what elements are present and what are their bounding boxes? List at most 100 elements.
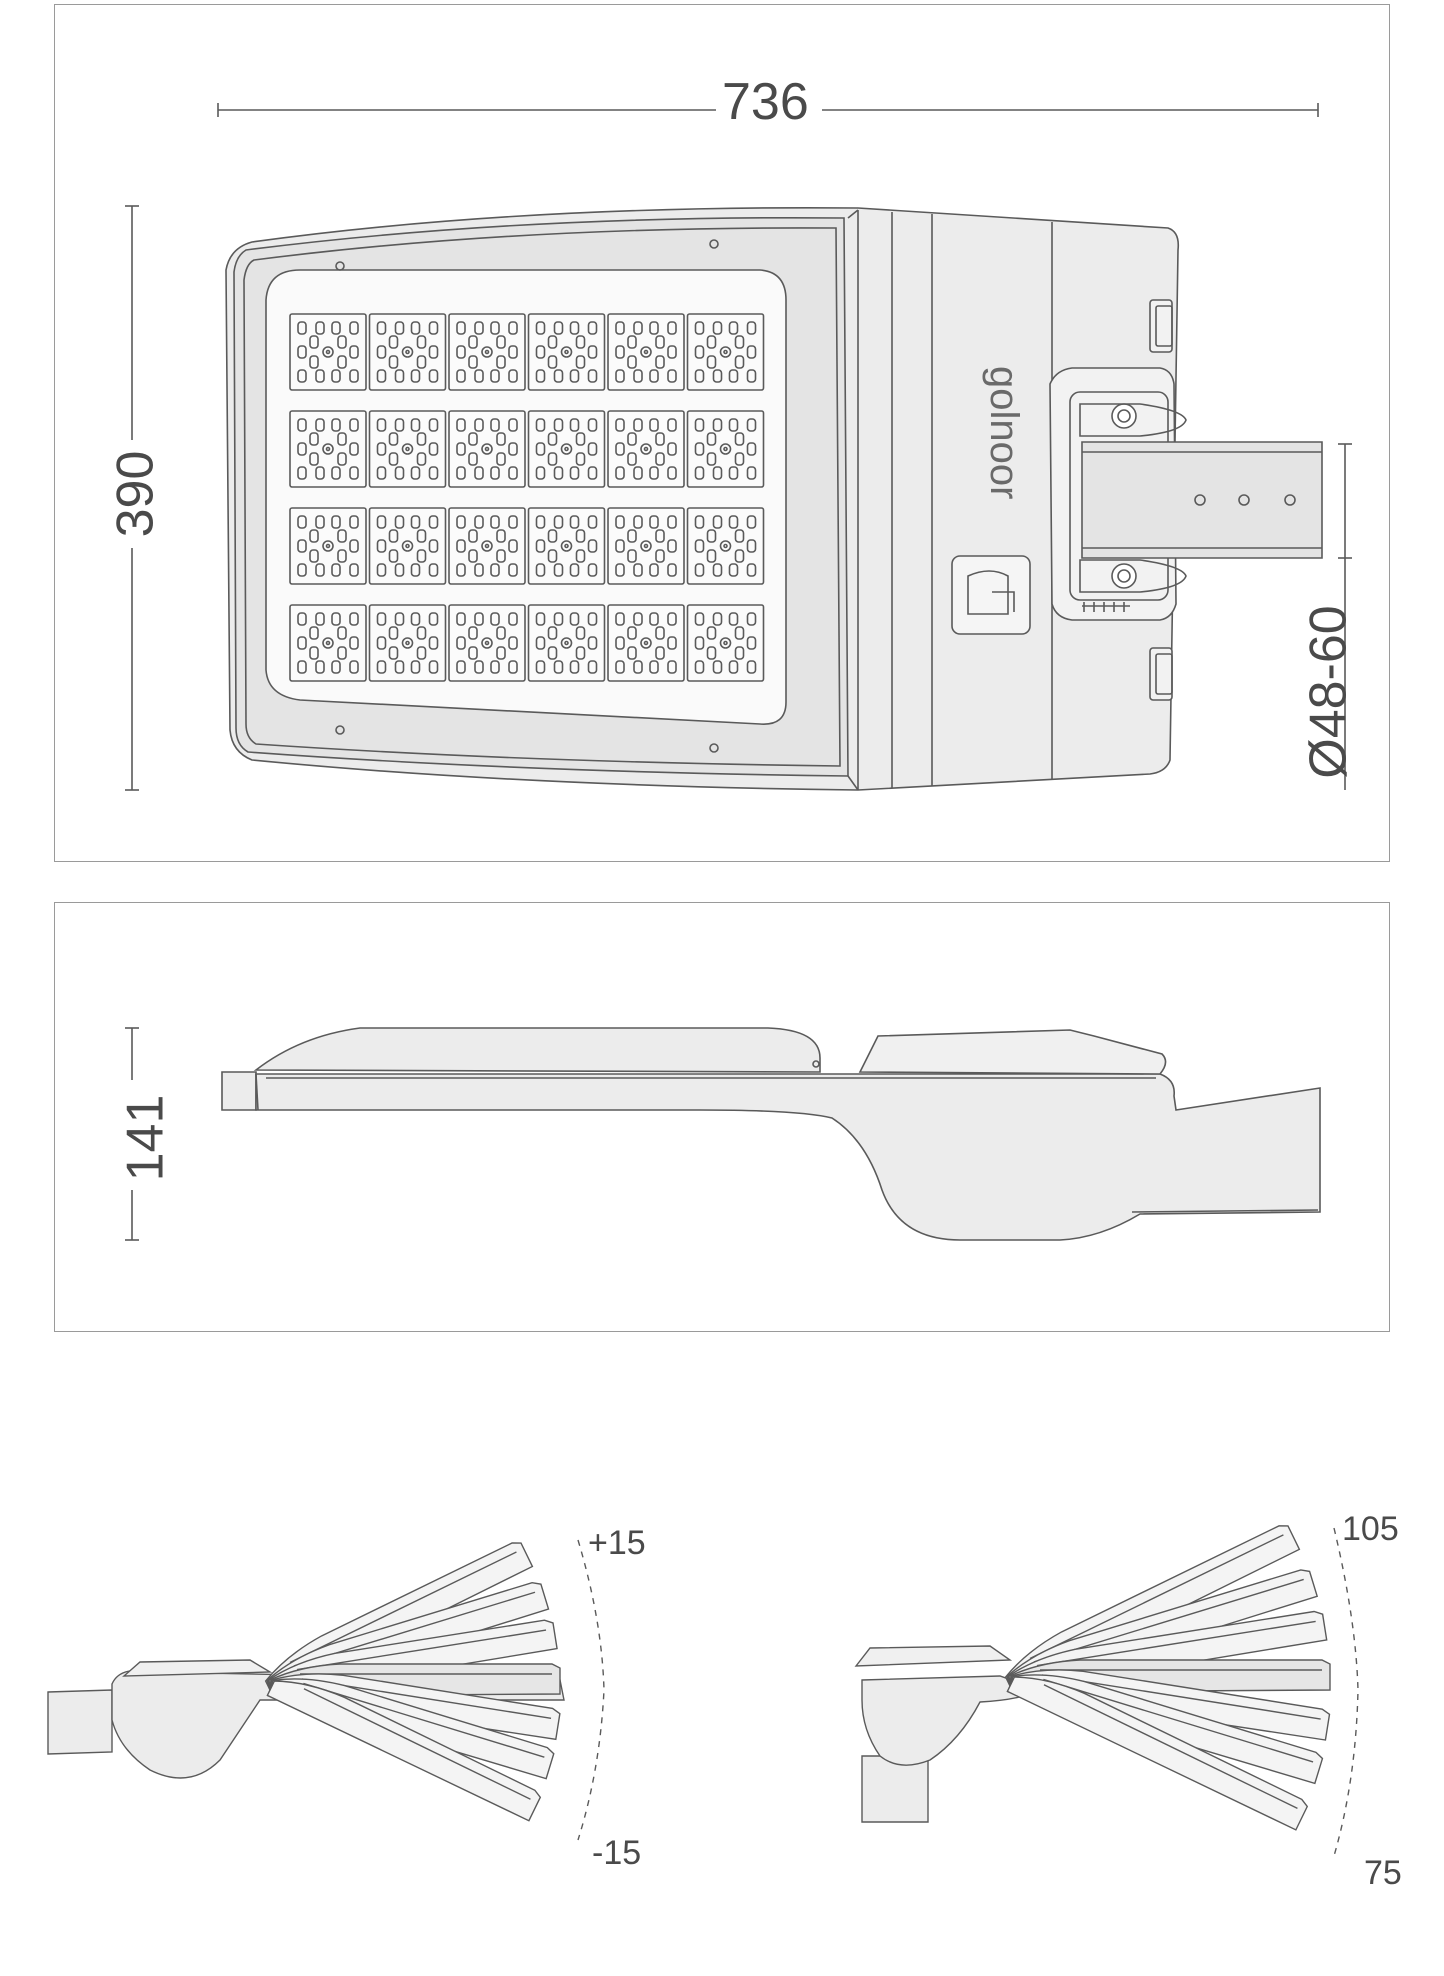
led-pad — [309, 529, 319, 543]
led-pad — [547, 452, 558, 466]
led-pad — [456, 660, 466, 674]
led-pad — [655, 355, 665, 369]
led-pad — [706, 646, 717, 660]
led-pad — [376, 321, 387, 335]
led-pad — [655, 626, 665, 640]
led-pad — [627, 529, 637, 543]
led-pad — [706, 549, 717, 563]
led-pad — [667, 418, 677, 432]
led-pad — [331, 321, 341, 335]
led-pad — [428, 369, 439, 383]
led-module — [527, 313, 606, 391]
tilt-view-left — [47, 1539, 605, 1841]
led-dot — [643, 446, 649, 452]
led-pad — [416, 529, 427, 543]
led-pad — [746, 539, 757, 553]
led-pad — [394, 563, 405, 577]
led-pad — [587, 442, 598, 456]
led-pad — [706, 529, 717, 543]
led-pad — [416, 626, 427, 640]
led-pad — [575, 452, 586, 466]
led-dot — [484, 349, 490, 355]
tilt-right-lower-angle: 75 — [1364, 1854, 1402, 1892]
led-pad — [468, 355, 478, 369]
led-pad — [712, 612, 723, 626]
right-cover — [854, 1645, 1013, 1667]
led-dot — [484, 543, 490, 549]
led-pad — [667, 563, 677, 577]
led-pad — [297, 563, 307, 577]
led-pad — [667, 515, 677, 529]
led-pad — [410, 612, 421, 626]
led-pad — [655, 529, 665, 543]
led-pad — [394, 369, 405, 383]
led-pad — [416, 355, 427, 369]
led-pad — [746, 466, 757, 480]
led-pad — [474, 369, 484, 383]
led-pad — [734, 549, 745, 563]
led-dot — [405, 349, 410, 355]
led-lens — [719, 443, 732, 455]
led-pad — [712, 418, 723, 432]
led-pad — [388, 549, 399, 563]
left-tilt-arc — [577, 1539, 605, 1841]
led-pad — [706, 452, 717, 466]
led-dot — [564, 543, 569, 549]
led-pad — [587, 369, 598, 383]
led-pad — [694, 369, 705, 383]
led-pad — [394, 321, 405, 335]
led-pad — [388, 646, 399, 660]
led-pad — [388, 452, 399, 466]
led-pad — [712, 321, 723, 335]
led-pad — [297, 321, 307, 335]
tilt-left-lower-angle: -15 — [592, 1834, 642, 1872]
led-pad — [508, 321, 518, 335]
led-pad — [428, 345, 439, 359]
led-pad — [649, 563, 659, 577]
led-pad — [496, 432, 506, 446]
led-pad — [649, 369, 659, 383]
led-pad — [728, 563, 739, 577]
led-pad — [456, 369, 466, 383]
led-pad — [694, 515, 705, 529]
led-pad — [315, 466, 325, 480]
led-pad — [615, 466, 625, 480]
led-lens — [322, 346, 334, 358]
led-pad — [331, 418, 341, 432]
led-lens — [401, 637, 414, 649]
led-pad — [746, 612, 757, 626]
led-pad — [535, 418, 546, 432]
led-pad — [309, 432, 319, 446]
led-pad — [388, 355, 399, 369]
led-pad — [508, 539, 518, 553]
led-pad — [496, 626, 506, 640]
led-pad — [633, 321, 643, 335]
led-pad — [428, 612, 439, 626]
led-dot — [325, 640, 331, 646]
led-lens — [640, 540, 652, 552]
tilt-right-upper-angle: 105 — [1342, 1510, 1399, 1548]
led-pad — [655, 432, 665, 446]
led-pad — [746, 515, 757, 529]
led-pad — [410, 563, 421, 577]
led-pad — [410, 418, 421, 432]
led-pad — [428, 636, 439, 650]
led-pad — [456, 636, 466, 650]
led-dot — [723, 349, 728, 355]
led-pad — [569, 369, 580, 383]
led-pad — [297, 369, 307, 383]
led-pad — [297, 612, 307, 626]
led-pad — [474, 321, 484, 335]
led-module — [527, 507, 606, 585]
led-pad — [490, 418, 500, 432]
led-pad — [416, 646, 427, 660]
led-pad — [728, 369, 739, 383]
brand-logo-text: golnoor — [982, 366, 1026, 500]
led-pad — [297, 418, 307, 432]
led-pad — [633, 660, 643, 674]
led-pad — [667, 636, 677, 650]
led-dot — [484, 446, 490, 452]
led-pad — [428, 539, 439, 553]
led-module — [368, 604, 447, 682]
